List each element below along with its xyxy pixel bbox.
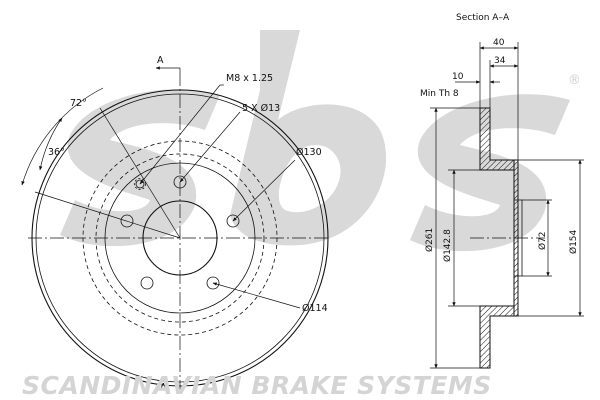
dim-d142-label: Ø142.8 [442,229,453,262]
bolt-hole-leader [179,111,241,183]
bolt-hole-2 [226,214,240,228]
dim-10-label: 10 [452,72,464,82]
disc-section-lower [479,305,515,369]
center-bore [142,200,218,276]
bolt-holes-label: 5 X Ø13 [242,103,280,114]
min-thickness-label: Min Th 8 [420,89,459,99]
hat-face [104,162,256,314]
bolt-hole-5 [120,214,134,228]
disc-outer-edge [31,89,329,387]
hat-outer-hidden [95,153,265,323]
pcd-130-label: Ø130 [296,147,322,158]
dim-34-label: 34 [494,56,506,66]
dim-d72-label: Ø72 [537,231,548,250]
section-view: Section A–A 40 34 10 Min Th 8 Ø261 Ø142.… [420,13,584,369]
friction-inner-hidden [82,140,278,336]
registered-mark: ® [568,73,581,88]
angle-72-label: 72° [70,98,87,109]
bolt-hole-1 [173,175,187,189]
angle-arc-36 [39,117,63,171]
bolt-hole-4 [140,276,154,290]
pcd-114-label: Ø114 [302,303,328,314]
front-view: A 72° 36° M8 x 1.25 5 X Ø13 Ø130 Ø114 A [21,55,330,395]
section-title: Section A–A [456,13,510,23]
angle-leader-1 [99,107,181,239]
footer-brand-text: SCANDINAVIAN BRAKE SYSTEMS [22,371,492,400]
dim-d261-label: Ø261 [424,228,435,252]
pcd-130-leader [232,159,296,222]
bolt-hole-3 [206,276,220,290]
thread-label: M8 x 1.25 [226,73,273,84]
pcd-114-leader [212,282,301,309]
disc-outer-chamfer [35,93,325,383]
angle-36-label: 36° [48,147,65,158]
cut-marker-top: A [157,55,164,66]
cut-marker-bottom: A [160,382,167,393]
thread-hole-thread [134,178,146,190]
thread-hole [135,179,145,189]
dim-40-label: 40 [493,38,505,48]
thread-leader [139,84,221,185]
dim-d154-label: Ø154 [568,229,579,254]
angle-leader-2 [34,191,181,239]
